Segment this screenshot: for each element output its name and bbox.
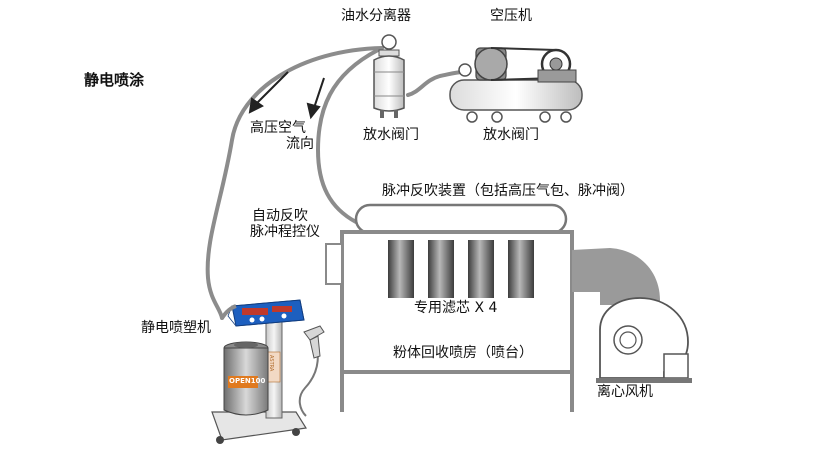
separator-label: 油水分离器 — [341, 8, 411, 24]
airflow-arrow-right — [306, 77, 325, 120]
filter-cartridges — [388, 240, 534, 298]
oil-water-separator — [373, 34, 405, 118]
spray-machine-label: 静电喷塑机 — [141, 320, 211, 336]
exhaust-duct — [572, 248, 660, 305]
diagram-title: 静电喷涂 — [84, 71, 145, 89]
air-hose-to-spray-machine — [205, 46, 384, 320]
filter-cartridge-1 — [388, 240, 414, 298]
air-hose-to-pulse-device — [315, 48, 380, 224]
drain-valve-label-left: 放水阀门 — [363, 127, 419, 143]
airflow-label-line1: 高压空气 — [250, 120, 306, 136]
filter-cartridge-2 — [428, 240, 454, 298]
filter-cartridge-4 — [508, 240, 534, 298]
pulse-device-label: 脉冲反吹装置（包括高压气包、脉冲阀） — [382, 183, 634, 199]
pulse-back-blow-device — [354, 203, 568, 235]
controller-brand-mark: ASTRA — [268, 355, 274, 372]
controller-label-line2: 脉冲程控仪 — [250, 224, 320, 240]
centrifugal-fan — [596, 297, 692, 383]
booth-label: 粉体回收喷房（喷台） — [393, 345, 533, 361]
hopper-brand-mark: OPEN100 — [229, 377, 266, 385]
compressor-label: 空压机 — [490, 8, 532, 24]
electrostatic-spray-machine — [211, 299, 325, 444]
controller-label-line1: 自动反吹 — [252, 208, 308, 224]
filters-label: 专用滤芯 X 4 — [414, 300, 498, 316]
drain-valve-label-right: 放水阀门 — [483, 127, 539, 143]
fan-label: 离心风机 — [597, 384, 653, 400]
air-compressor — [449, 47, 583, 123]
filter-cartridge-3 — [468, 240, 494, 298]
airflow-label-line2: 流向 — [286, 136, 314, 152]
air-hose-compressor-to-separator — [406, 70, 466, 97]
airflow-arrow-left — [248, 71, 289, 114]
